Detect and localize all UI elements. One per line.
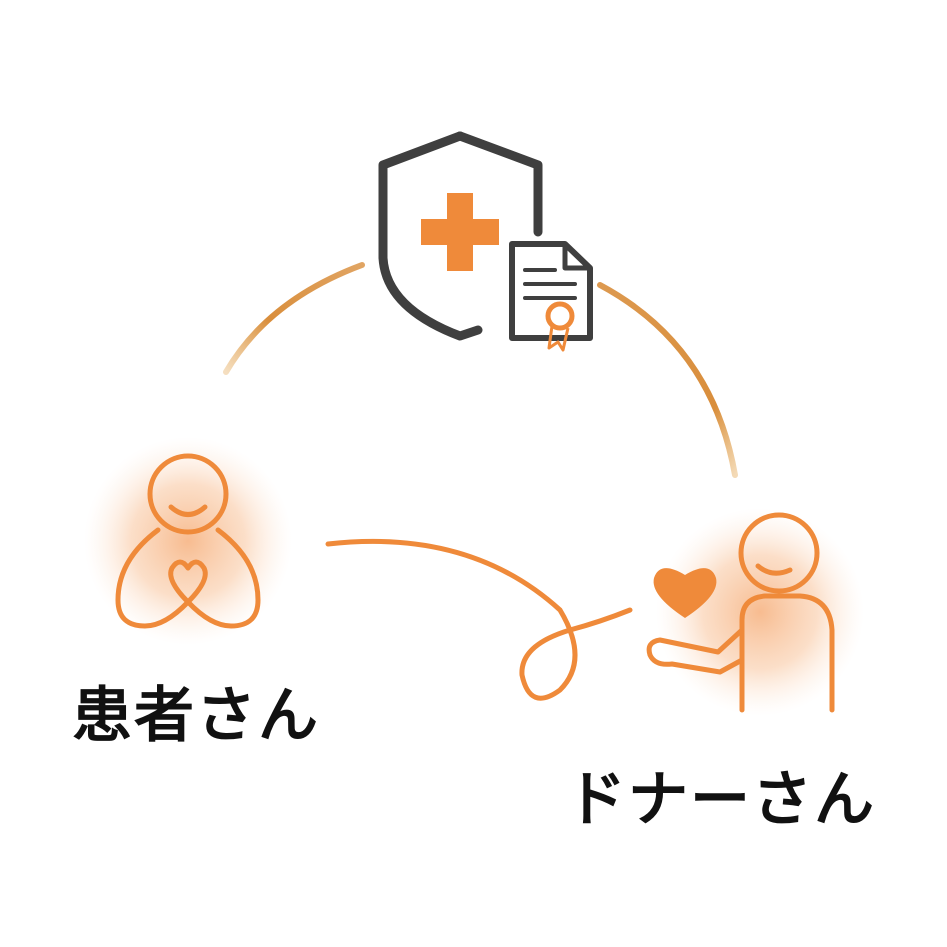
shield-medical-cross-certificate-icon <box>378 131 593 352</box>
arc-left <box>223 262 365 375</box>
shield-icon-right <box>455 131 543 237</box>
patient-label: 患者さん <box>72 681 320 751</box>
donor-heart-icon <box>653 568 717 618</box>
medical-cross-icon <box>421 193 499 271</box>
connection-line <box>325 538 633 701</box>
donor-label: ドナーさん <box>566 765 876 835</box>
shield-icon <box>378 131 483 341</box>
patient-glow <box>84 437 292 645</box>
donor-glow <box>656 508 864 716</box>
donor-offering-heart-icon <box>646 512 835 713</box>
arc-right <box>597 282 738 478</box>
certificate-icon <box>509 241 593 352</box>
patient-hugging-heart-icon <box>115 453 261 629</box>
seal-icon <box>545 301 575 331</box>
